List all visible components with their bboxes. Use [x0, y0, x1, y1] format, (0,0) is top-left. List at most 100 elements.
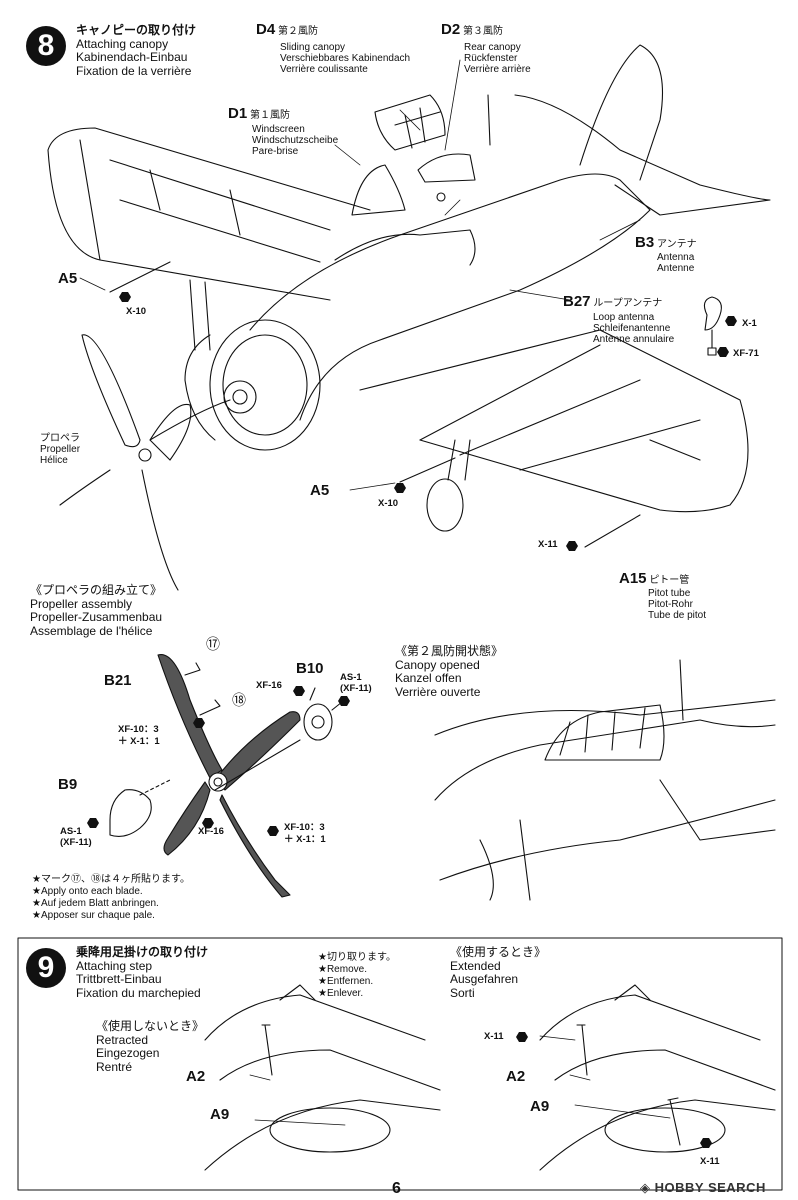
- part-d2-de: Rückfenster: [464, 53, 518, 64]
- part-a5-top-paint: X-10: [126, 306, 147, 317]
- retracted-header: 《使用しないとき》 Retracted Eingezogen Rentré: [96, 1019, 204, 1074]
- decal-note-de: ★Auf jedem Blatt anbringen.: [32, 898, 159, 909]
- paint-as1-a-code: AS-1: [340, 672, 362, 683]
- part-d4-jp: 第２風防: [277, 26, 318, 37]
- decal-note-jp: ★マーク⑰、⑱は４ヶ所貼ります。: [32, 874, 190, 885]
- step-9-title: 乗降用足掛けの取り付け Attaching step Trittbrett-Ei…: [76, 945, 209, 1000]
- propeller-assembly-drawing: [109, 654, 343, 898]
- decal-note-fr: ★Apposer sur chaque pale.: [32, 910, 155, 921]
- paint-mix-a: XF-10：3 ＋ X-1：1: [118, 724, 160, 748]
- paint-mix-b: XF-10：3 ＋ X-1：1: [284, 822, 326, 846]
- part-b3-code: B3: [635, 234, 655, 251]
- step-8-title-jp: キャノピーの取り付け: [76, 23, 197, 37]
- part-d2-jp: 第３風防: [462, 26, 503, 37]
- step9-extended-drawing: [539, 984, 776, 1171]
- step-8-title-fr: Fixation de la verrière: [76, 63, 192, 78]
- paint-as1-b-alt: (XF-11): [60, 837, 92, 848]
- part-a2-extended: A2: [506, 1068, 526, 1085]
- part-a15-fr: Tube de pitot: [648, 610, 707, 621]
- part-a15-label: A15 ピトー管: [619, 570, 690, 587]
- part-a5-top-code: A5: [58, 270, 78, 287]
- paint-mix-a-line1: XF-10：3: [118, 724, 159, 735]
- step-9-number: 9: [26, 948, 66, 988]
- retracted-en: Retracted: [96, 1032, 149, 1047]
- step-9-title-en: Attaching step: [76, 958, 153, 973]
- extended-en: Extended: [450, 958, 501, 973]
- part-d4-fr: Verrière coulissante: [280, 64, 368, 75]
- part-d1-fr: Pare-brise: [252, 146, 299, 157]
- hobby-search-watermark: ◈ HOBBY SEARCH: [640, 1180, 766, 1196]
- step-8-title: キャノピーの取り付け Attaching canopy Kabinendach-…: [76, 23, 197, 78]
- propeller-assembly-header: 《プロペラの組み立て》 Propeller assembly Propeller…: [30, 583, 163, 638]
- propeller-fr: Hélice: [40, 455, 68, 466]
- step-9-title-de: Trittbrett-Einbau: [76, 972, 162, 986]
- part-b21-code: B21: [104, 672, 132, 689]
- extended-jp: 《使用するとき》: [450, 945, 547, 959]
- remove-note-de: ★Entfernen.: [318, 976, 374, 987]
- paint-mix-a-line2: ＋ X-1：1: [118, 736, 160, 747]
- paint-mix-b-line1: XF-10：3: [284, 822, 325, 833]
- paint-x11-extended-top: X-11: [484, 1031, 504, 1042]
- loop-antenna-drawing: [436, 192, 722, 356]
- decal-18-marker: ⑱: [232, 692, 246, 708]
- extended-fr: Sorti: [450, 985, 475, 1000]
- decal-17-marker: ⑰: [206, 636, 220, 652]
- step-9-title-fr: Fixation du marchepied: [76, 985, 201, 1000]
- part-a15-desc: Pitot tube Pitot-Rohr Tube de pitot: [648, 588, 706, 621]
- propeller-en: Propeller: [40, 444, 81, 455]
- part-d2-label: D2 第３風防: [441, 22, 503, 37]
- part-b3-desc: Antenna Antenne: [657, 252, 694, 274]
- propeller-step8-drawing: [59, 334, 231, 591]
- canopy-parts-drawing: [351, 94, 476, 216]
- canopy-opened-en: Canopy opened: [395, 657, 480, 672]
- canopy-opened-jp: 《第２風防開状態》: [395, 644, 504, 658]
- part-a15-paint: X-11: [538, 539, 558, 550]
- part-d4-label: D4 第２風防: [256, 21, 318, 38]
- loop-paint-x1: X-1: [742, 318, 757, 329]
- part-b27-desc: Loop antenna Schleifenantenne Antenne an…: [593, 312, 674, 345]
- propeller-assembly-jp: 《プロペラの組み立て》: [30, 583, 163, 597]
- part-a5-bottom-paint: X-10: [378, 498, 399, 509]
- remove-note: ★切り取ります。 ★Remove. ★Entfernen. ★Enlever.: [318, 952, 396, 1000]
- canopy-opened-de: Kanzel offen: [395, 671, 462, 685]
- part-d4-desc: Sliding canopy Verschiebbares Kabinendac…: [280, 42, 410, 75]
- paint-as1-b: AS-1 (XF-11): [60, 826, 92, 848]
- part-b9-code: B9: [58, 776, 78, 793]
- canopy-opened-fr: Verrière ouverte: [395, 684, 481, 699]
- propeller-assembly-fr: Assemblage de l'hélice: [30, 623, 153, 638]
- retracted-de: Eingezogen: [96, 1046, 160, 1060]
- watermark-text: HOBBY SEARCH: [654, 1180, 766, 1195]
- part-a2-retracted: A2: [186, 1068, 206, 1085]
- retracted-fr: Rentré: [96, 1059, 133, 1074]
- part-d2-fr: Verrière arrière: [464, 64, 531, 75]
- remove-note-en: ★Remove.: [318, 964, 367, 975]
- part-d1-code: D1: [228, 105, 248, 122]
- part-a15-code: A15: [619, 570, 647, 587]
- part-b3-jp: アンテナ: [656, 239, 697, 250]
- part-b27-label: B27 ループアンテナ: [563, 293, 662, 310]
- part-d4-en: Sliding canopy: [280, 42, 346, 53]
- paint-as1-b-code: AS-1: [60, 826, 82, 837]
- part-d4-code: D4: [256, 21, 276, 38]
- propeller-label: プロペラ Propeller Hélice: [40, 433, 80, 466]
- propeller-assembly-en: Propeller assembly: [30, 596, 133, 611]
- decal-notes: ★マーク⑰、⑱は４ヶ所貼ります。 ★Apply onto each blade.…: [32, 874, 190, 922]
- paint-x11-extended-bottom: X-11: [700, 1156, 720, 1167]
- decal-note-en: ★Apply onto each blade.: [32, 886, 143, 897]
- step9-retracted-drawing: [204, 984, 441, 1171]
- part-a15-jp: ピトー管: [649, 575, 690, 586]
- part-b27-en: Loop antenna: [593, 312, 655, 323]
- watermark-icon: ◈: [640, 1180, 651, 1195]
- part-b27-code: B27: [563, 293, 591, 310]
- part-d4-de: Verschiebbares Kabinendach: [280, 53, 411, 64]
- part-b27-fr: Antenne annulaire: [593, 334, 675, 345]
- part-a5-bottom-code: A5: [310, 482, 330, 499]
- step-9-title-jp: 乗降用足掛けの取り付け: [76, 945, 209, 959]
- remove-note-jp: ★切り取ります。: [318, 952, 396, 963]
- paint-mix-b-line2: ＋ X-1：1: [284, 834, 326, 845]
- extended-de: Ausgefahren: [450, 972, 519, 986]
- propeller-assembly-de: Propeller-Zusammenbau: [30, 610, 163, 624]
- part-b3-de: Antenne: [657, 263, 695, 274]
- part-d1-label: D1 第１風防: [228, 105, 290, 122]
